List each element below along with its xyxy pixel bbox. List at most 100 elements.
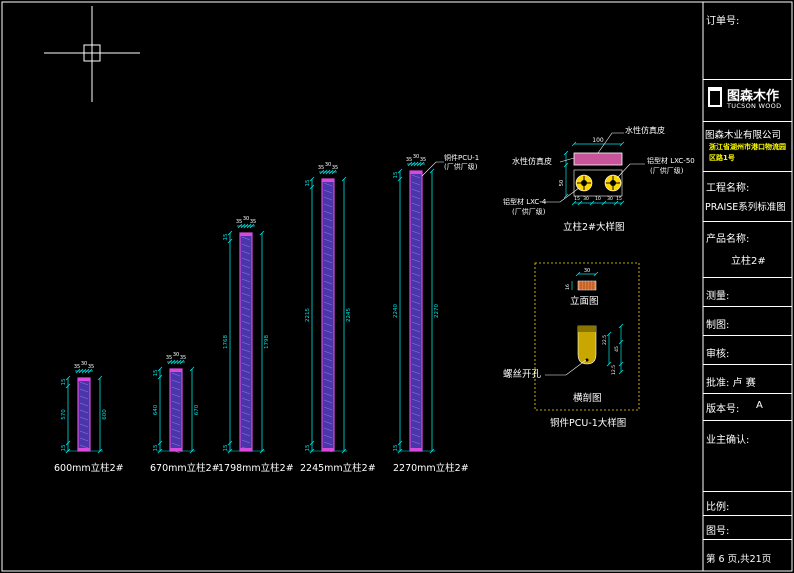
dim-tick — [65, 440, 71, 446]
column-bottom-cap — [170, 448, 182, 451]
dim-tick — [170, 359, 176, 365]
pcu-frame — [534, 262, 640, 411]
dim-tick — [65, 375, 71, 381]
dim-tick — [240, 223, 246, 229]
dim-top-value: 15 — [393, 171, 399, 178]
column-hatch — [241, 264, 251, 269]
version-value: A — [756, 400, 763, 411]
column-hatch — [241, 341, 251, 346]
dim-tick — [167, 359, 173, 365]
bottom-dim-value: 30 — [583, 196, 589, 202]
column-hatch — [323, 434, 333, 439]
column-hatch — [171, 407, 181, 412]
column-hatch — [241, 376, 251, 381]
veneer-panel — [573, 152, 623, 166]
dim-inner-value: 570 — [61, 409, 67, 420]
dim-tick — [619, 141, 625, 147]
project-label: 工程名称: — [706, 183, 750, 194]
column-hatch — [171, 428, 181, 433]
column-bottom-cap — [410, 448, 422, 451]
column-hatch — [323, 238, 333, 243]
column-caption-2245: 2245mm立柱2# — [300, 463, 376, 474]
dim-tick — [309, 176, 315, 182]
column-hatch — [241, 362, 251, 367]
column-hatch — [323, 273, 333, 278]
width-left-value: 35 — [74, 364, 80, 370]
column-hatch — [323, 189, 333, 194]
screw-hole — [585, 358, 589, 362]
dim-bottom-value: 15 — [61, 444, 67, 451]
column-hatch — [79, 444, 89, 449]
dim-tick — [563, 162, 569, 168]
pcu-dim-c: 12.5 — [611, 365, 617, 375]
column-body — [409, 170, 423, 452]
alu-left-sub-label: (厂供厂级) — [512, 208, 546, 216]
cross-section-caption: 横剖图 — [573, 393, 602, 404]
width-left-value: 35 — [236, 219, 242, 225]
column-hatch — [411, 307, 421, 312]
dim-tick — [328, 169, 334, 175]
dim-tick — [331, 169, 337, 175]
column-hatch — [323, 427, 333, 432]
dim-tick — [189, 366, 195, 372]
dim-bottom-value: 15 — [223, 444, 229, 451]
order-no-label: 订单号: — [706, 16, 740, 27]
column-hatch — [323, 357, 333, 362]
dim-tick — [601, 200, 607, 206]
dim-tick — [413, 161, 419, 167]
dim-tick — [157, 440, 163, 446]
column-hatch — [323, 392, 333, 397]
pcu-section — [577, 325, 597, 365]
project-name: PRAISE系列标准图 — [705, 202, 786, 213]
column-hatch — [323, 350, 333, 355]
column-bottom-cap — [240, 448, 252, 451]
column-hatch — [411, 398, 421, 403]
column-hatch — [241, 271, 251, 276]
column-hatch — [411, 349, 421, 354]
column-hatch — [171, 379, 181, 384]
dim-tick — [571, 141, 577, 147]
column-hatch — [411, 335, 421, 340]
column-body — [77, 377, 91, 452]
dim-tick — [237, 223, 243, 229]
column-hatch — [323, 420, 333, 425]
dim-inner-value: 2240 — [393, 304, 399, 318]
alu-left-label: 铝型材 LXC-4 — [503, 198, 547, 206]
column-hatch — [411, 440, 421, 445]
product-name: 立柱2# — [731, 256, 766, 267]
column-hatch — [241, 348, 251, 353]
column-hatch — [411, 188, 421, 193]
dim-total-value: 600 — [102, 409, 108, 420]
column-hatch — [241, 257, 251, 262]
dim-tick — [606, 331, 612, 337]
dim-tick — [78, 368, 84, 374]
product-cell: 产品名称: 立柱2# — [703, 222, 792, 278]
dim-tick — [613, 200, 619, 206]
pcu-note: 铜件PCU-1 — [444, 154, 480, 162]
width-dim-value: 100 — [592, 137, 604, 144]
column-hatch — [323, 245, 333, 250]
dim-tick — [618, 323, 624, 329]
review-cell: 审核: — [703, 336, 792, 365]
dim-tick — [322, 169, 328, 175]
pcu-top-dim-value: 30 — [584, 268, 590, 274]
project-cell: 工程名称: PRAISE系列标准图 — [703, 172, 792, 222]
dim-tick — [246, 223, 252, 229]
measure-label: 测量: — [706, 291, 730, 302]
column-hatch — [411, 321, 421, 326]
leader-alu-left — [540, 187, 580, 203]
column-hatch — [323, 280, 333, 285]
pcu-dim-b: 45 — [614, 346, 620, 352]
column-top-cap — [170, 369, 182, 372]
column-hatch — [171, 421, 181, 426]
dim-tick — [618, 339, 624, 345]
column-hatch — [411, 391, 421, 396]
dim-tick — [619, 200, 625, 206]
column-hatch — [323, 413, 333, 418]
crosshair-cursor-icon — [44, 6, 140, 102]
column-hatch — [411, 216, 421, 221]
version-cell: 版本号: A — [703, 394, 792, 421]
dim-tick — [575, 271, 581, 277]
column-hatch — [323, 196, 333, 201]
width-right-value: 35 — [250, 219, 256, 225]
